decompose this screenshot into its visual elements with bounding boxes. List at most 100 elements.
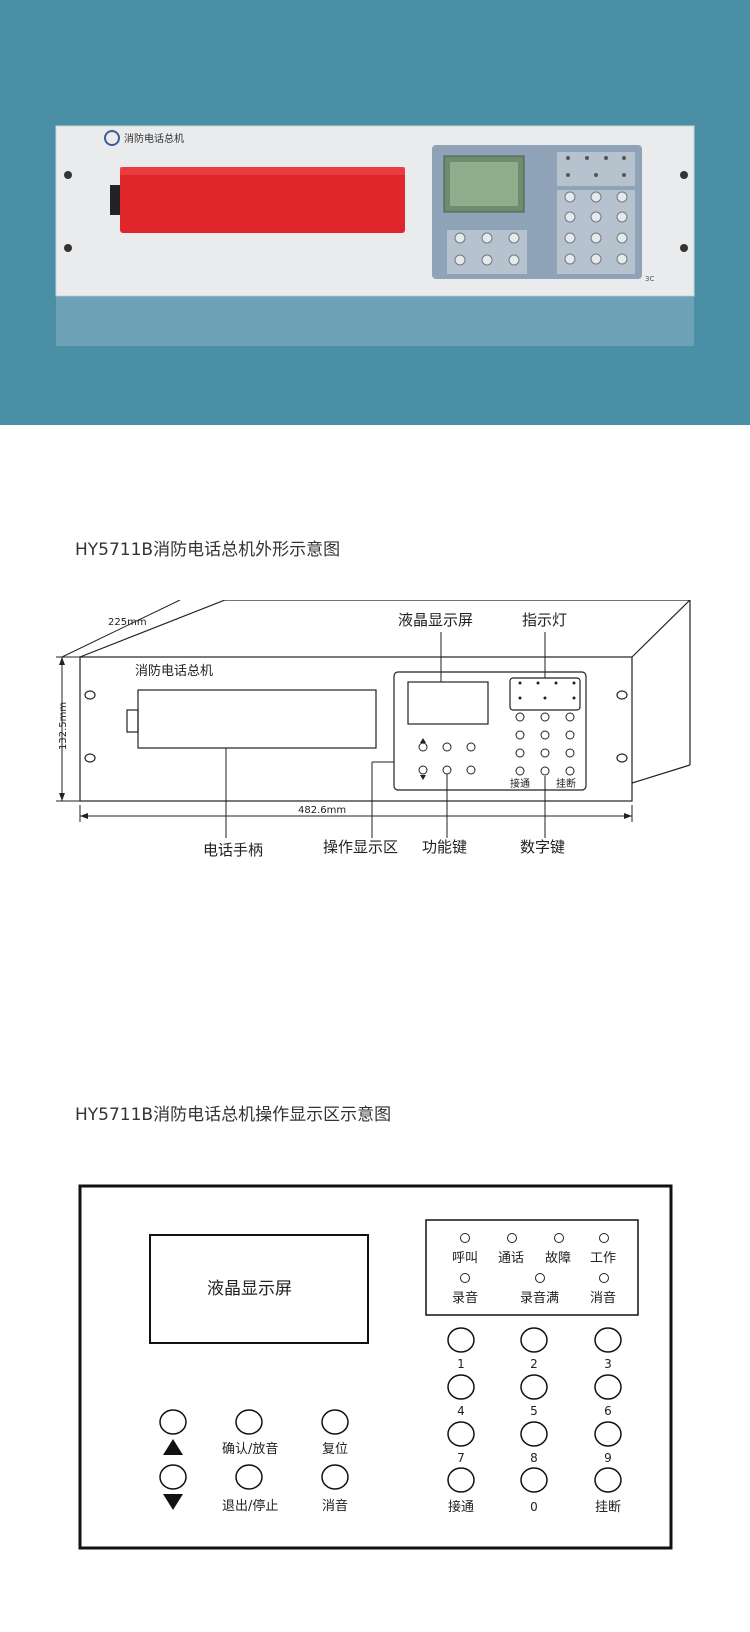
front-panel-outline [79, 656, 633, 802]
panel-title: 消防电话总机 [135, 663, 213, 679]
mount-hole [84, 690, 96, 700]
key-5[interactable] [520, 1374, 548, 1400]
keypad-label: 5 [530, 1404, 538, 1418]
down-arrow-icon [163, 1494, 183, 1510]
key-1[interactable] [447, 1327, 475, 1353]
reset-key[interactable] [321, 1409, 349, 1435]
brand-logo-icon [104, 130, 120, 146]
key-7[interactable] [447, 1421, 475, 1447]
indicator-label: 通话 [498, 1251, 524, 1266]
indicator-label: 故障 [545, 1251, 571, 1266]
keypad-label: 9 [604, 1451, 612, 1465]
mount-hole [84, 753, 96, 763]
led-talk [507, 1233, 517, 1243]
function-keys [454, 232, 520, 266]
up-key[interactable] [159, 1409, 187, 1435]
mount-hole [680, 244, 688, 252]
operation-area-outline [393, 671, 587, 791]
indicator-label: 录音 [452, 1290, 478, 1306]
handset-clip [110, 185, 122, 215]
keypad-label: 0 [530, 1500, 538, 1514]
mount-hole [680, 171, 688, 179]
lcd-box [149, 1234, 369, 1344]
indicator-box [425, 1219, 639, 1316]
indicator-strip [557, 152, 635, 186]
connect-key[interactable] [447, 1467, 475, 1493]
depth-dimension: 225mm [108, 617, 147, 628]
keypad-label: 8 [530, 1451, 538, 1465]
depth-line [79, 600, 226, 658]
indicator-callout: 指示灯 [522, 611, 567, 629]
function-keys-callout: 功能键 [422, 838, 467, 856]
function-key-label: 退出/停止 [222, 1498, 278, 1514]
mute-key[interactable] [321, 1464, 349, 1490]
depth-line [631, 600, 691, 658]
handset-clip-outline [126, 709, 139, 733]
op-area-diagram: 液晶显示屏 呼叫 通话 故障 工作 录音 录音满 消音 确认/放音 复位 退出/… [78, 1184, 673, 1550]
numeric-keys [564, 191, 628, 265]
confirm-playback-key[interactable] [235, 1409, 263, 1435]
keypad-label: 6 [604, 1404, 612, 1418]
led-record-full [535, 1273, 545, 1283]
function-key-label: 复位 [322, 1442, 348, 1457]
indicator-label: 消音 [590, 1290, 616, 1306]
keypad-label: 3 [604, 1357, 612, 1371]
hangup-key-label: 挂断 [556, 777, 576, 790]
exit-stop-key[interactable] [235, 1464, 263, 1490]
indicator-label: 呼叫 [452, 1251, 478, 1266]
led-record [460, 1273, 470, 1283]
keypad-label: 挂断 [595, 1500, 621, 1515]
handset-slot-outline [137, 689, 377, 749]
digit-keys-callout: 数字键 [520, 838, 565, 856]
mount-hole [616, 690, 628, 700]
key-8[interactable] [520, 1421, 548, 1447]
led-fault [554, 1233, 564, 1243]
op-area-frame [78, 1184, 673, 1550]
key-2[interactable] [520, 1327, 548, 1353]
height-dimension: 132.5mm [58, 702, 69, 750]
down-key[interactable] [159, 1464, 187, 1490]
outline-diagram: 接通 挂断 消防电话总机 225mm 132.5mm 482.6mm 液晶显示屏… [56, 600, 691, 859]
handset [120, 167, 405, 233]
certification-mark: 3C [645, 275, 654, 283]
mount-hole [616, 753, 628, 763]
keypad-label: 2 [530, 1357, 538, 1371]
led-mute [599, 1273, 609, 1283]
key-3[interactable] [594, 1327, 622, 1353]
depth-dimension-line [61, 600, 181, 658]
lcd-outline [407, 681, 489, 725]
bottom-depth-line [631, 764, 691, 784]
down-arrow-icon [420, 775, 426, 780]
hangup-key[interactable] [594, 1467, 622, 1493]
up-arrow-icon [163, 1439, 183, 1455]
function-key-label: 确认/放音 [222, 1441, 278, 1457]
panel-reflection [56, 296, 694, 346]
panel-brand: 消防电话总机 [124, 132, 184, 145]
mount-hole [64, 244, 72, 252]
function-key-label: 消音 [322, 1498, 348, 1514]
key-6[interactable] [594, 1374, 622, 1400]
outline-diagram-caption: HY5711B消防电话总机外形示意图 [75, 540, 341, 560]
handset-callout: 电话手柄 [203, 841, 263, 859]
mount-hole [64, 171, 72, 179]
handset-highlight [120, 167, 405, 175]
key-0[interactable] [520, 1467, 548, 1493]
width-dimension: 482.6mm [298, 805, 346, 816]
keypad-label: 7 [457, 1451, 465, 1465]
led-call [460, 1233, 470, 1243]
op-area-callout: 操作显示区 [323, 838, 398, 856]
key-4[interactable] [447, 1374, 475, 1400]
keypad-label: 4 [457, 1404, 465, 1418]
up-arrow-icon [420, 738, 426, 743]
indicator-leds [566, 156, 626, 177]
lcd-glass [450, 162, 518, 206]
led-work [599, 1233, 609, 1243]
op-area-diagram-caption: HY5711B消防电话总机操作显示区示意图 [75, 1105, 392, 1125]
connect-key-label: 接通 [510, 777, 530, 790]
lcd-callout: 液晶显示屏 [398, 611, 473, 629]
keypad-label: 接通 [448, 1499, 474, 1515]
device-front-panel: 消防电话总机 3C [55, 125, 695, 346]
key-9[interactable] [594, 1421, 622, 1447]
keypad-label: 1 [457, 1357, 465, 1371]
indicator-label: 工作 [590, 1251, 616, 1266]
